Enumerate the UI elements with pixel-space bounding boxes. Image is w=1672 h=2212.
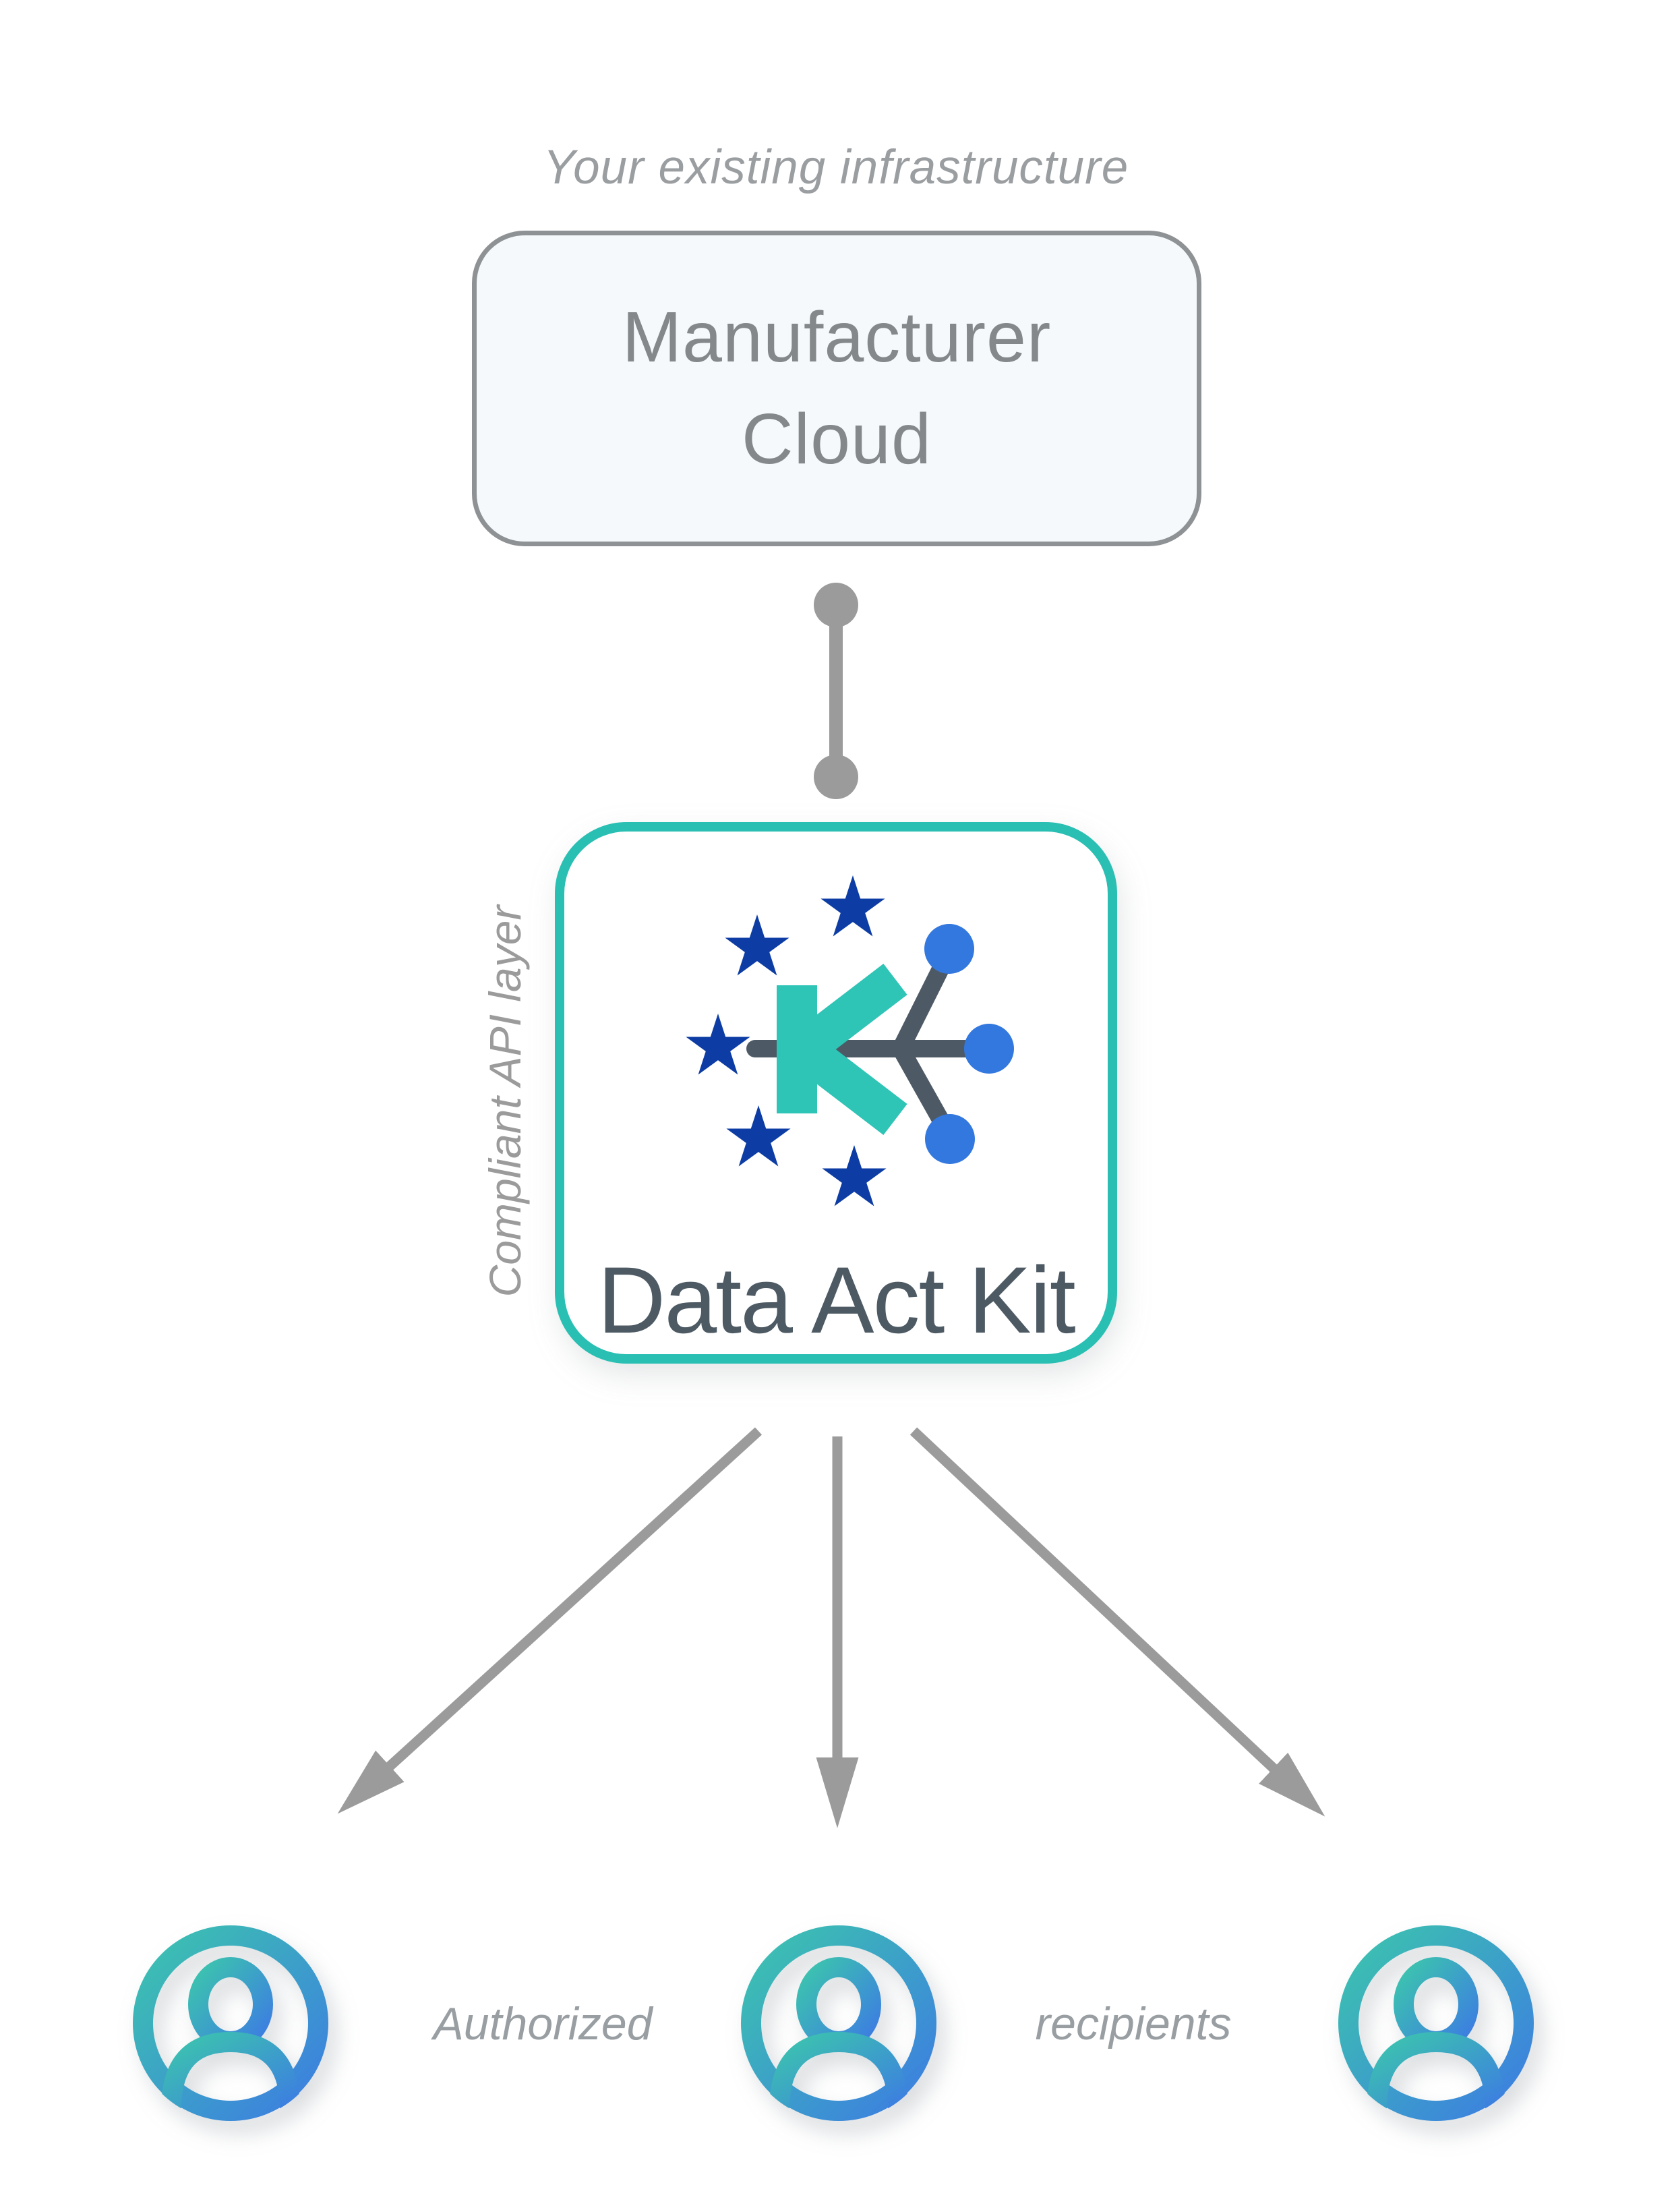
connector-dot-top bbox=[814, 583, 858, 627]
manufacturer-cloud-title-line1: Manufacturer bbox=[622, 297, 1052, 378]
manufacturer-cloud-title: Manufacturer Cloud bbox=[622, 287, 1052, 490]
fanout-arrows bbox=[337, 1427, 1325, 1828]
connector-link bbox=[814, 583, 858, 799]
star-lower-left bbox=[726, 1105, 791, 1167]
arrow-right bbox=[909, 1427, 1325, 1817]
manufacturer-cloud-box: Manufacturer Cloud bbox=[472, 231, 1201, 546]
user-circle-icon bbox=[1338, 1925, 1534, 2121]
product-name-label: Data Act Kit bbox=[597, 1247, 1075, 1353]
recipients-label: recipients bbox=[1035, 1998, 1232, 2049]
api-layer-side-label: Compliant API layer bbox=[480, 905, 530, 1298]
star-left bbox=[686, 1014, 750, 1075]
user-circle-icon bbox=[133, 1925, 328, 2121]
star-upper-left bbox=[725, 914, 789, 976]
connector-dot-bottom bbox=[814, 755, 858, 799]
network-nodes-icon bbox=[746, 924, 1014, 1164]
logo-letter-k bbox=[777, 963, 907, 1136]
authorized-label: Authorized bbox=[433, 1998, 653, 2049]
arrow-left bbox=[337, 1427, 763, 1814]
manufacturer-cloud-title-line2: Cloud bbox=[742, 399, 932, 479]
infrastructure-label: Your existing infrastructure bbox=[543, 141, 1129, 194]
data-act-kit-box: Data Act Kit bbox=[555, 822, 1117, 1364]
data-act-kit-logo bbox=[686, 875, 1014, 1206]
star-bottom bbox=[822, 1145, 887, 1206]
user-circle-icon bbox=[741, 1925, 936, 2121]
eu-stars-icon bbox=[686, 875, 887, 1206]
star-top bbox=[820, 875, 885, 937]
